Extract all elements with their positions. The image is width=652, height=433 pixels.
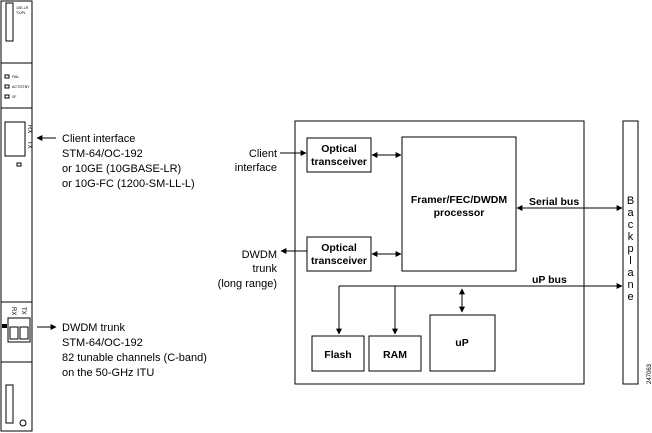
client-interface-label: Client [249, 148, 277, 160]
backplane-letter: a [627, 267, 634, 279]
led-sf-icon [4, 94, 10, 99]
backplane-letter: n [627, 279, 633, 291]
client-callout-line: or 10G-FC (1200-SM-LL-L) [62, 178, 195, 190]
optical-transceiver-top-label: Optical [321, 143, 357, 155]
backplane-letter: B [627, 195, 634, 207]
up-block [429, 314, 496, 372]
ram-block [368, 335, 422, 372]
trunk-callout-line: DWDM trunk [62, 322, 125, 334]
client-callout-line: STM-64/OC-192 [62, 148, 143, 160]
card-faceplate [0, 0, 33, 432]
trunk-callout-line: STM-64/OC-192 [62, 337, 143, 349]
optical-transceiver-bottom-label: Optical [321, 242, 357, 254]
backplane-label: B a c k p l a n e [627, 195, 635, 303]
backplane-letter: k [628, 231, 634, 243]
optical-transceiver-bottom [306, 236, 372, 272]
dwdm-trunk-label: DWDM [242, 249, 277, 261]
line-card: 10E-LR TX/PL FAIL ACT/STBY SF RX TX RX T… [0, 0, 33, 432]
backplane-letter: p [627, 243, 633, 255]
trunk-callout-line: on the 50-GHz ITU [62, 367, 154, 379]
backplane-letter: c [628, 219, 634, 231]
trunk-port-rx: RX [10, 307, 16, 315]
framer-processor [401, 136, 517, 272]
backplane-letter: a [627, 207, 634, 219]
client-port-icon [4, 121, 26, 157]
dwdm-trunk-label: trunk [253, 263, 278, 275]
up-bus-label: uP bus [532, 274, 567, 286]
trunk-port-rx-jack-icon [9, 326, 19, 340]
up-label: uP [455, 337, 468, 349]
trunk-callout: DWDM trunk STM-64/OC-192 82 tunable chan… [62, 322, 207, 379]
optical-transceiver-top-label: transceiver [311, 156, 367, 168]
card-label-line2: TX/PL [16, 11, 26, 15]
client-callout-line: or 10GE (10GBASE-LR) [62, 163, 181, 175]
optical-transceiver-top [306, 137, 372, 173]
led-act-icon [4, 84, 10, 89]
dwdm-trunk-label: (long range) [218, 278, 277, 290]
card-label-line1: 10E-LR [16, 6, 29, 10]
flash-block [311, 335, 365, 372]
trunk-port-tx-jack-icon [19, 326, 29, 340]
framer-processor-label: Framer/FEC/DWDM [411, 194, 508, 206]
bottom-latch [5, 384, 14, 424]
trunk-callout-line: 82 tunable channels (C-band) [62, 352, 207, 364]
client-interface-label: interface [235, 162, 277, 174]
screw-icon [19, 419, 27, 427]
backplane-letter: l [629, 255, 631, 267]
client-led-icon [16, 162, 22, 167]
serial-bus-label: Serial bus [529, 196, 579, 208]
led-act-label: ACT/STBY [12, 85, 30, 89]
trunk-led-icon [2, 324, 7, 328]
framer-processor-label: processor [434, 207, 485, 219]
backplane [622, 120, 639, 385]
flash-label: Flash [324, 349, 351, 361]
client-callout-line: Client interface [62, 133, 135, 145]
trunk-port-tx: TX [20, 307, 26, 315]
led-sf-label: SF [12, 95, 17, 99]
figure-id: 247063 [647, 363, 652, 384]
led-fail-label: FAIL [12, 75, 19, 79]
client-port-tx: TX [26, 141, 32, 149]
led-fail-icon [4, 74, 10, 79]
ram-label: RAM [383, 349, 407, 361]
top-latch [5, 2, 14, 42]
client-callout: Client interface STM-64/OC-192 or 10GE (… [62, 133, 195, 190]
backplane-letter: e [627, 291, 633, 303]
optical-transceiver-bottom-label: transceiver [311, 255, 367, 267]
client-port-rx: RX [26, 125, 32, 133]
